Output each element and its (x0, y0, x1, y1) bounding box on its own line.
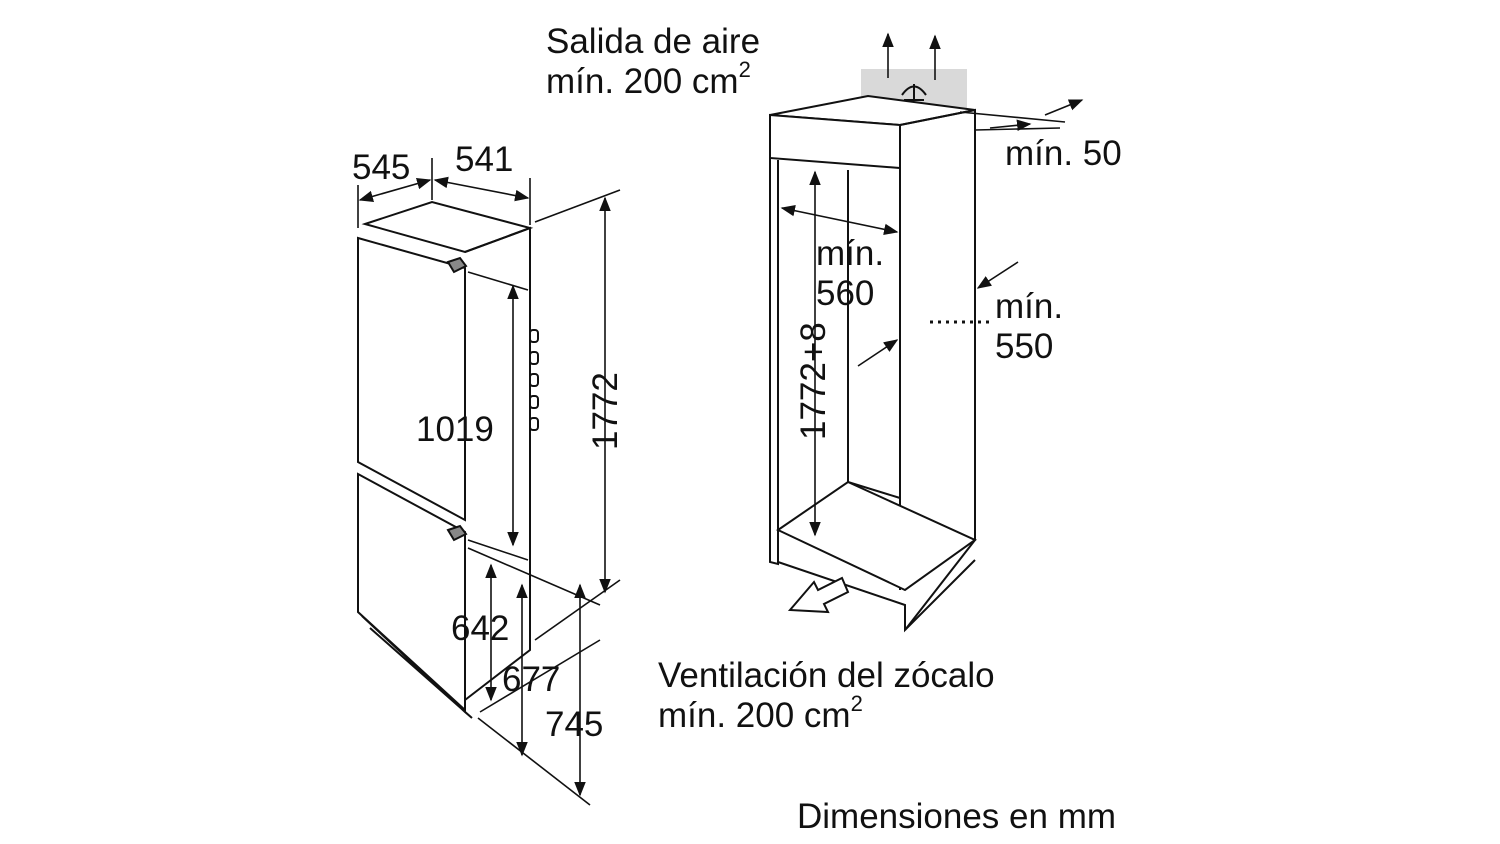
dim-541-label: 541 (455, 140, 514, 179)
hinges (529, 329, 539, 431)
air-outlet-line1: Salida de aire (546, 22, 761, 61)
niche-width-label: mín. 560 (816, 234, 884, 314)
niche-depth-line2: 550 (995, 327, 1054, 366)
dim-642-label: 642 (451, 609, 510, 648)
dim-745-label: 745 (545, 705, 604, 744)
appliance-dimension-lines (357, 158, 621, 806)
niche-depth-label: mín. 550 (995, 287, 1063, 367)
plinth-vent-label: Ventilación del zócalo mín. 200 cm2 (658, 656, 995, 736)
units-note: Dimensiones en mm (797, 797, 1116, 836)
niche-dimension-lines (780, 32, 1084, 537)
appliance-top (361, 200, 534, 254)
air-outlet-line2: mín. 200 cm (546, 62, 739, 101)
niche-depth-line1: mín. (995, 287, 1064, 326)
plinth (361, 615, 473, 719)
min-50-label: mín. 50 (1005, 134, 1122, 173)
lower-handle-icon (446, 524, 468, 542)
upper-door (357, 236, 466, 522)
upper-handle-icon (446, 256, 468, 274)
niche-left-wall (769, 158, 779, 566)
dim-545-label: 545 (352, 148, 411, 187)
cabinet-front-top (769, 113, 901, 170)
dim-1019-label: 1019 (416, 410, 494, 449)
niche-plinth (777, 548, 976, 633)
appliance-drawing (357, 200, 539, 719)
niche-width-line2: 560 (816, 274, 875, 313)
niche-height-label: 1772+8 (794, 322, 833, 440)
niche-width-line1: mín. (816, 234, 885, 273)
plinth-vent-sup: 2 (850, 691, 863, 716)
plinth-air-arrow-icon (787, 576, 850, 614)
lower-door (357, 472, 466, 713)
air-outlet-label: Salida de aire mín. 200 cm2 (546, 22, 760, 102)
niche-back (847, 170, 901, 499)
fan-icon (901, 84, 927, 101)
niche-drawing (769, 69, 977, 633)
niche-floor (775, 480, 977, 592)
niche-right-side (899, 108, 976, 631)
dim-1772-label: 1772 (586, 372, 625, 450)
air-outlet-sup: 2 (738, 57, 751, 82)
plinth-vent-line1: Ventilación del zócalo (658, 656, 995, 695)
dim-677-label: 677 (502, 660, 561, 699)
appliance-side (464, 226, 531, 701)
plinth-vent-line2: mín. 200 cm (658, 696, 851, 735)
